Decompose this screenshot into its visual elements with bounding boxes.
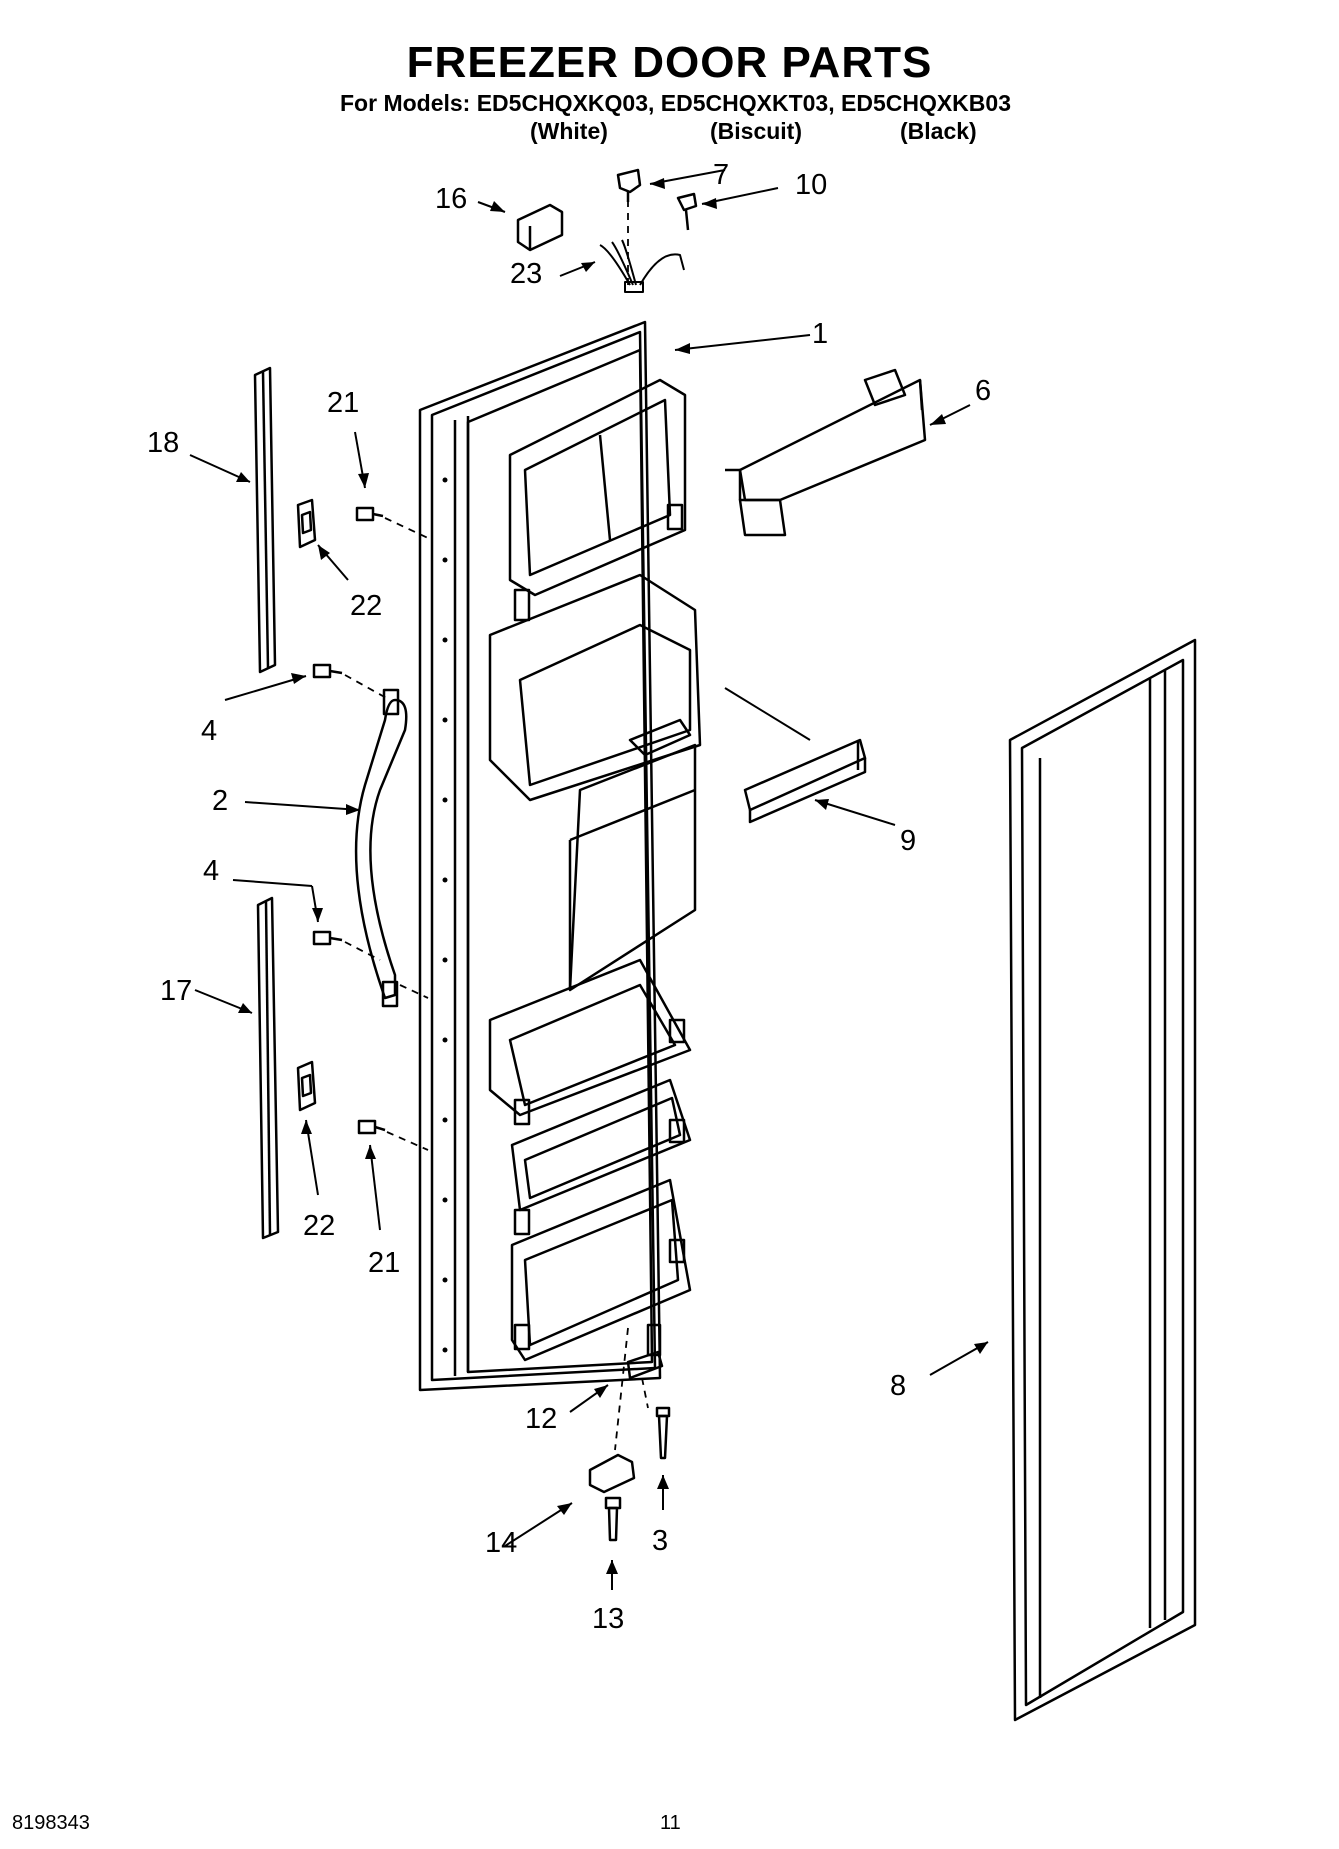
dispenser-housing xyxy=(488,573,702,992)
dispenser-trim-part-9 xyxy=(743,738,867,824)
upper-door-bin xyxy=(508,378,687,622)
page-title: FREEZER DOOR PARTS xyxy=(406,38,933,87)
callout-2: 2 xyxy=(212,785,228,817)
callout-21-upper: 21 xyxy=(327,387,359,419)
callout-18: 18 xyxy=(147,427,179,459)
models-line: For Models: ED5CHQXKQ03, ED5CHQXKT03, ED… xyxy=(340,90,1011,116)
lower-door-bin-1 xyxy=(488,958,692,1126)
doc-number: 8198343 xyxy=(12,1812,90,1834)
trim-strip-part-18 xyxy=(253,366,277,674)
screw-part-21-upper xyxy=(355,506,384,522)
callout-17: 17 xyxy=(160,975,192,1007)
plug-part-7 xyxy=(616,168,642,202)
hinge-bracket-part-14 xyxy=(588,1453,636,1494)
callout-4-upper: 4 xyxy=(201,715,217,747)
callout-6: 6 xyxy=(975,375,991,407)
callout-13: 13 xyxy=(592,1603,624,1635)
clip-part-22-upper xyxy=(296,498,317,549)
screw-part-3 xyxy=(655,1406,671,1460)
trim-strip-part-17 xyxy=(256,896,280,1240)
screw-part-21-lower xyxy=(357,1119,386,1135)
callout-8: 8 xyxy=(890,1370,906,1402)
finish-biscuit: (Biscuit) xyxy=(710,118,802,144)
callout-16: 16 xyxy=(435,183,467,215)
wire-harness-part-23 xyxy=(599,239,685,293)
callout-9: 9 xyxy=(900,825,916,857)
screw-part-13 xyxy=(604,1496,622,1542)
lower-door-bin-3 xyxy=(510,1178,692,1362)
callout-22-upper: 22 xyxy=(350,590,382,622)
door-handle-part-2 xyxy=(354,688,408,1008)
callout-1: 1 xyxy=(812,318,828,350)
callout-21-lower: 21 xyxy=(368,1247,400,1279)
clip-part-22-lower xyxy=(296,1060,317,1112)
finish-white: (White) xyxy=(530,118,608,144)
callout-22-lower: 22 xyxy=(303,1210,335,1242)
door-shelf-part-6 xyxy=(725,368,927,537)
callout-4-lower: 4 xyxy=(203,855,219,887)
callout-14: 14 xyxy=(485,1527,517,1559)
screw-part-4-upper xyxy=(312,663,343,679)
lower-door-bin-2 xyxy=(510,1078,692,1236)
callout-12: 12 xyxy=(525,1403,557,1435)
callout-10: 10 xyxy=(795,169,827,201)
screw-part-4-lower xyxy=(312,930,343,946)
callout-3: 3 xyxy=(652,1525,668,1557)
hinge-pin-part-12 xyxy=(626,1323,664,1380)
connector-part-16 xyxy=(516,203,564,252)
freezer-door-panel xyxy=(418,320,662,1392)
callout-7: 7 xyxy=(713,159,729,191)
screw-part-10 xyxy=(676,192,698,231)
page-number: 11 xyxy=(660,1812,681,1834)
finish-black: (Black) xyxy=(900,118,977,144)
callout-23: 23 xyxy=(510,258,542,290)
door-gasket xyxy=(1008,638,1197,1722)
